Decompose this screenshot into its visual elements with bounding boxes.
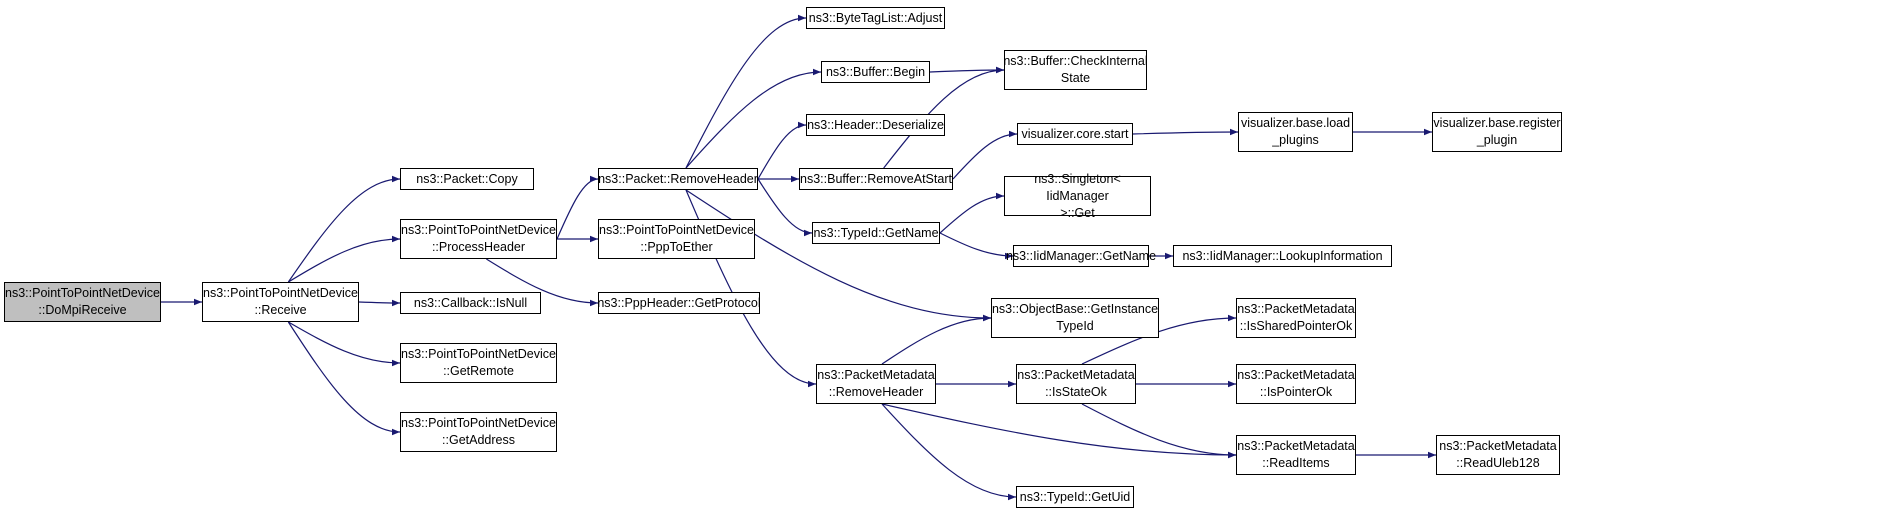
node-grem[interactable]: ns3::PointToPointNetDevice ::GetRemote bbox=[400, 343, 557, 383]
node-label: ns3::PointToPointNetDevice ::ProcessHead… bbox=[401, 223, 556, 254]
edge-tgname-to-iidname bbox=[939, 232, 1014, 260]
edge-rmh-to-obgit bbox=[685, 189, 992, 322]
node-label: ns3::PointToPointNetDevice ::DoMpiReceiv… bbox=[5, 286, 160, 317]
node-label: ns3::IidManager::LookupInformation bbox=[1182, 248, 1383, 263]
node-pmread[interactable]: ns3::PacketMetadata ::ReadItems bbox=[1236, 435, 1356, 475]
edge-recv-to-grem bbox=[288, 321, 401, 367]
edge-pmstate-to-pmread bbox=[1081, 403, 1237, 459]
node-label: ns3::Singleton< IidManager >::Get bbox=[1034, 171, 1121, 220]
node-bbegin[interactable]: ns3::Buffer::Begin bbox=[821, 61, 930, 83]
edge-brem-to-bcheck bbox=[883, 66, 1005, 169]
node-label: visualizer.base.load _plugins bbox=[1240, 116, 1351, 147]
node-domp: ns3::PointToPointNetDevice ::DoMpiReceiv… bbox=[4, 282, 161, 322]
edge-recv-to-gaddr bbox=[287, 321, 401, 436]
node-rmh[interactable]: ns3::Packet::RemoveHeader bbox=[598, 168, 758, 190]
edge-pmrh-to-obgit bbox=[881, 314, 992, 365]
node-label: ns3::PacketMetadata ::IsPointerOk bbox=[1237, 368, 1355, 399]
edge-rmh-to-tgname bbox=[757, 178, 813, 237]
node-label: ns3::PacketMetadata ::ReadUleb128 bbox=[1439, 439, 1557, 470]
node-pmptr[interactable]: ns3::PacketMetadata ::IsPointerOk bbox=[1236, 364, 1356, 404]
node-label: ns3::PacketMetadata ::RemoveHeader bbox=[817, 368, 935, 399]
node-bcheck[interactable]: ns3::Buffer::CheckInternal State bbox=[1003, 50, 1148, 90]
node-label: ns3::ByteTagList::Adjust bbox=[808, 10, 943, 25]
node-label: ns3::IidManager::GetName bbox=[1005, 248, 1157, 263]
node-label: ns3::PacketMetadata ::ReadItems bbox=[1237, 439, 1355, 470]
edge-recv-to-copy bbox=[287, 175, 401, 283]
node-isnull[interactable]: ns3::Callback::IsNull bbox=[400, 292, 541, 314]
node-label: ns3::Callback::IsNull bbox=[413, 295, 528, 310]
node-pmstate[interactable]: ns3::PacketMetadata ::IsStateOk bbox=[1016, 364, 1136, 404]
node-iidname[interactable]: ns3::IidManager::GetName bbox=[1006, 245, 1156, 267]
node-tguid[interactable]: ns3::TypeId::GetUid bbox=[1016, 486, 1134, 508]
node-tgname[interactable]: ns3::TypeId::GetName bbox=[812, 222, 940, 244]
node-vbload[interactable]: visualizer.base.load _plugins bbox=[1238, 112, 1353, 152]
node-pmrh[interactable]: ns3::PacketMetadata ::RemoveHeader bbox=[816, 364, 936, 404]
node-sget[interactable]: ns3::Singleton< IidManager >::Get bbox=[1004, 172, 1151, 220]
node-label: ns3::PacketMetadata ::IsStateOk bbox=[1017, 368, 1135, 399]
node-label: visualizer.base.register _plugin bbox=[1433, 116, 1561, 147]
node-label: ns3::ObjectBase::GetInstance TypeId bbox=[991, 302, 1159, 333]
edge-pmstate-to-pmshared bbox=[1081, 314, 1237, 365]
node-btadj[interactable]: ns3::ByteTagList::Adjust bbox=[806, 7, 945, 29]
node-vbreg[interactable]: visualizer.base.register _plugin bbox=[1432, 112, 1562, 152]
node-label: ns3::Packet::Copy bbox=[416, 171, 518, 186]
node-label: ns3::PointToPointNetDevice ::Receive bbox=[203, 286, 358, 317]
node-label: visualizer.core.start bbox=[1021, 126, 1129, 141]
node-brem[interactable]: ns3::Buffer::RemoveAtStart bbox=[799, 168, 953, 190]
node-proc[interactable]: ns3::PointToPointNetDevice ::ProcessHead… bbox=[400, 219, 557, 259]
node-hdeser[interactable]: ns3::Header::Deserialize bbox=[806, 114, 945, 136]
node-label: ns3::Buffer::CheckInternal State bbox=[1003, 54, 1148, 85]
node-pmshared[interactable]: ns3::PacketMetadata ::IsSharedPointerOk bbox=[1236, 298, 1356, 338]
edge-rmh-to-bbegin bbox=[685, 68, 822, 169]
node-pmuleb[interactable]: ns3::PacketMetadata ::ReadUleb128 bbox=[1436, 435, 1560, 475]
edge-rmh-to-btadj bbox=[685, 14, 807, 169]
edge-proc-to-gproto bbox=[486, 258, 599, 307]
node-label: ns3::PacketMetadata ::IsSharedPointerOk bbox=[1237, 302, 1355, 333]
edge-pmrh-to-pmread bbox=[881, 403, 1237, 459]
edge-recv-to-isnull bbox=[358, 299, 401, 307]
node-gproto[interactable]: ns3::PppHeader::GetProtocol bbox=[597, 292, 761, 314]
edge-proc-to-rmh bbox=[556, 175, 599, 240]
node-label: ns3::PppHeader::GetProtocol bbox=[597, 295, 761, 310]
node-label: ns3::PointToPointNetDevice ::GetAddress bbox=[401, 416, 556, 447]
node-label: ns3::Buffer::RemoveAtStart bbox=[800, 171, 952, 186]
node-ppp2eth[interactable]: ns3::PointToPointNetDevice ::PppToEther bbox=[598, 219, 755, 259]
node-obgit[interactable]: ns3::ObjectBase::GetInstance TypeId bbox=[991, 298, 1159, 338]
node-label: ns3::TypeId::GetName bbox=[813, 225, 939, 240]
node-label: ns3::Packet::RemoveHeader bbox=[598, 171, 758, 186]
node-recv[interactable]: ns3::PointToPointNetDevice ::Receive bbox=[202, 282, 359, 322]
node-label: ns3::PointToPointNetDevice ::GetRemote bbox=[401, 347, 556, 378]
edge-brem-to-vcstart bbox=[952, 130, 1018, 180]
node-copy[interactable]: ns3::Packet::Copy bbox=[400, 168, 534, 190]
edge-vcstart-to-vbload bbox=[1132, 128, 1239, 136]
node-label: ns3::Buffer::Begin bbox=[825, 64, 926, 79]
node-label: ns3::PointToPointNetDevice ::PppToEther bbox=[599, 223, 754, 254]
node-vcstart[interactable]: visualizer.core.start bbox=[1017, 123, 1133, 145]
edge-rmh-to-hdeser bbox=[757, 121, 807, 180]
edge-pmrh-to-tguid bbox=[881, 403, 1017, 501]
node-iidlook[interactable]: ns3::IidManager::LookupInformation bbox=[1173, 245, 1392, 267]
node-label: ns3::Header::Deserialize bbox=[807, 117, 944, 132]
node-label: ns3::TypeId::GetUid bbox=[1019, 489, 1131, 504]
edge-tgname-to-sget bbox=[939, 192, 1005, 234]
node-gaddr[interactable]: ns3::PointToPointNetDevice ::GetAddress bbox=[400, 412, 557, 452]
edge-recv-to-proc bbox=[288, 235, 401, 283]
